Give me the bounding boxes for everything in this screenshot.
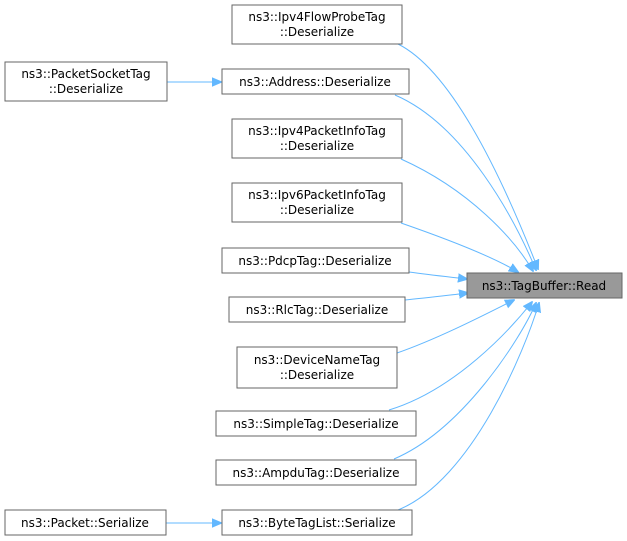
node-label: ns3::ByteTagList::Serialize	[238, 516, 395, 530]
node-label-line1: ns3::Ipv4FlowProbeTag	[248, 10, 385, 24]
node-ipv4flowprobetag-deserialize[interactable]: ns3::Ipv4FlowProbeTag ::Deserialize	[231, 4, 403, 45]
node-label: ns3::RlcTag::Deserialize	[246, 303, 388, 317]
node-label-line2: ::Deserialize	[49, 82, 123, 96]
node-pdcptag-deserialize[interactable]: ns3::PdcpTag::Deserialize	[221, 247, 410, 274]
edge-rlctag-to-tagbuffer	[404, 293, 468, 301]
edge-address-to-tagbuffer	[394, 94, 536, 270]
node-rlctag-deserialize[interactable]: ns3::RlcTag::Deserialize	[228, 296, 406, 323]
edge-ipv4flowprobe-to-tagbuffer	[397, 43, 538, 269]
edge-simpletag-to-tagbuffer	[388, 302, 532, 411]
node-label-line1: ns3::Ipv4PacketInfoTag	[248, 124, 386, 138]
node-label-line1: ns3::PacketSocketTag	[21, 67, 150, 81]
node-label-line1: ns3::Ipv6PacketInfoTag	[248, 188, 386, 202]
node-label: ns3::Address::Deserialize	[239, 75, 391, 89]
node-label-line2: ::Deserialize	[280, 139, 354, 153]
node-label: ns3::TagBuffer::Read	[482, 279, 606, 293]
node-label: ns3::Packet::Serialize	[21, 516, 149, 530]
node-label: ns3::AmpduTag::Deserialize	[233, 466, 400, 480]
node-label: ns3::PdcpTag::Deserialize	[238, 254, 391, 268]
edge-bytetaglist-to-tagbuffer	[397, 303, 539, 511]
node-ipv6packetinfotag-deserialize[interactable]: ns3::Ipv6PacketInfoTag ::Deserialize	[231, 182, 403, 223]
edges	[166, 43, 539, 523]
node-label-line1: ns3::DeviceNameTag	[254, 353, 380, 367]
node-simpletag-deserialize[interactable]: ns3::SimpleTag::Deserialize	[215, 410, 417, 437]
edge-pdcptag-to-tagbuffer	[408, 271, 467, 279]
node-address-deserialize[interactable]: ns3::Address::Deserialize	[221, 68, 410, 95]
node-ipv4packetinfotag-deserialize[interactable]: ns3::Ipv4PacketInfoTag ::Deserialize	[231, 118, 403, 159]
node-tagbuffer-read[interactable]: ns3::TagBuffer::Read	[466, 272, 623, 299]
node-label-line2: ::Deserialize	[280, 203, 354, 217]
edge-ampdutag-to-tagbuffer	[393, 303, 536, 460]
node-label: ns3::SimpleTag::Deserialize	[233, 417, 398, 431]
edge-devicename-to-tagbuffer	[396, 300, 514, 354]
node-ampdutag-deserialize[interactable]: ns3::AmpduTag::Deserialize	[215, 459, 417, 486]
node-packet-serialize[interactable]: ns3::Packet::Serialize	[4, 509, 167, 536]
node-devicenametag-deserialize[interactable]: ns3::DeviceNameTag ::Deserialize	[236, 346, 398, 389]
node-bytetaglist-serialize[interactable]: ns3::ByteTagList::Serialize	[221, 509, 413, 536]
node-packetsockettag-deserialize[interactable]: ns3::PacketSocketTag ::Deserialize	[4, 61, 168, 102]
edge-ipv6packetinfo-to-tagbuffer	[400, 222, 518, 272]
edge-ipv4packetinfo-to-tagbuffer	[400, 158, 533, 271]
node-label-line2: ::Deserialize	[280, 25, 354, 39]
node-label-line2: ::Deserialize	[280, 368, 354, 382]
